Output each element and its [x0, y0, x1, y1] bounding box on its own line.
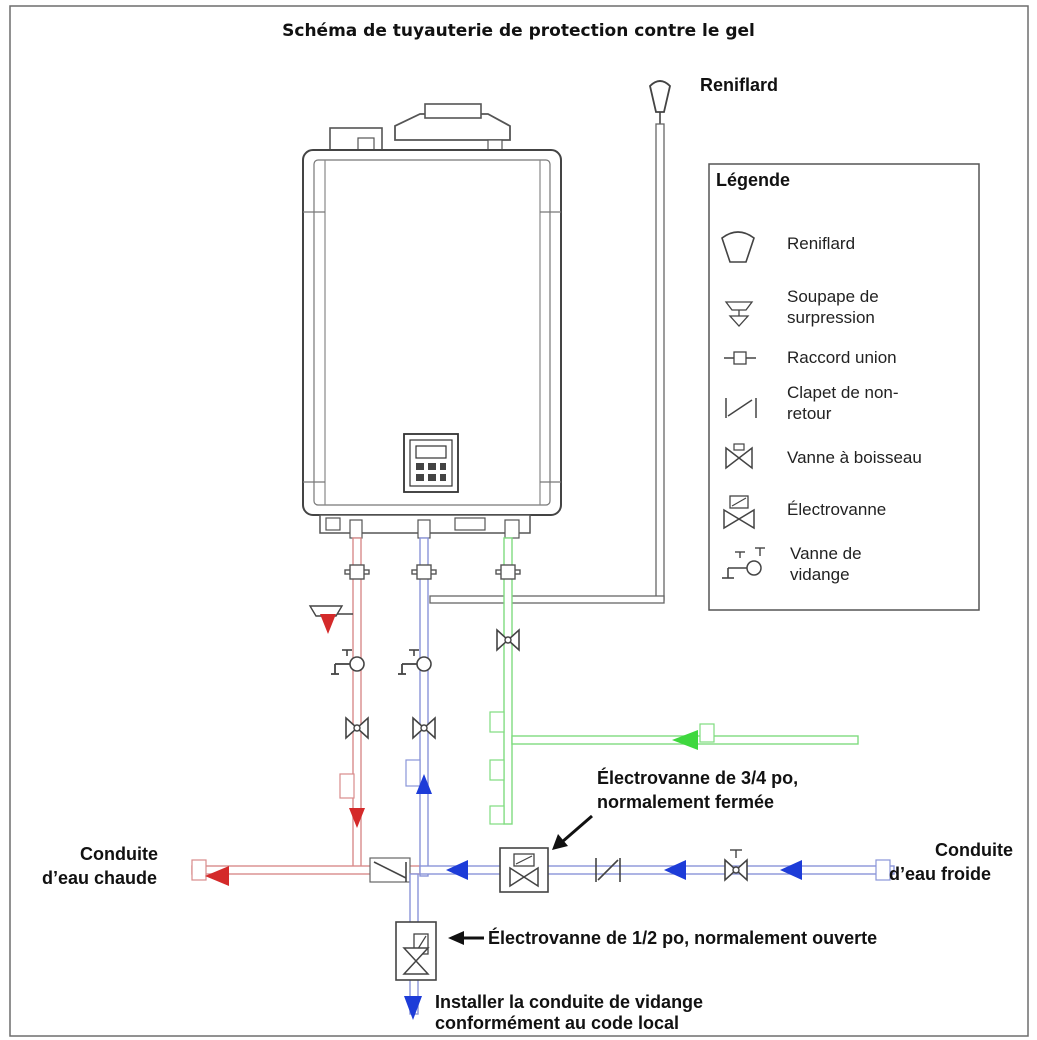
legend-check-valve-icon: [725, 398, 757, 418]
legend-relief-valve-icon: [724, 301, 754, 327]
hot-arrow-down: [349, 808, 365, 828]
legend-label-drain-2: vidange: [790, 565, 850, 584]
solenoid-12-label: Électrovanne de 1/2 po, normalement ouve…: [488, 928, 878, 948]
recirc-pipe: [489, 537, 859, 825]
cold-arrow-up: [416, 774, 432, 794]
solenoid-12-valve: [395, 921, 437, 981]
hot-line-label-1: Conduite: [80, 844, 158, 864]
bypass-check-valve: [369, 857, 411, 883]
legend-label-relief-2: surpression: [787, 308, 875, 327]
legend-union-icon: [724, 351, 756, 365]
legend: [708, 163, 980, 611]
vent-icon: [649, 80, 671, 113]
drain-note-2: conformément au code local: [435, 1013, 680, 1033]
legend-vent-icon: [721, 231, 755, 263]
vent-line: [429, 80, 671, 604]
relief-valve-icon: [308, 605, 353, 634]
legend-label-relief-1: Soupape de: [787, 287, 879, 306]
legend-ball-valve-icon: [725, 443, 753, 470]
legend-drain-valve-icon: [722, 547, 765, 579]
hot-pipe: [191, 537, 425, 886]
cold-line-label-2: d’eau froide: [889, 864, 992, 884]
legend-label-solenoid: Électrovanne: [787, 500, 887, 519]
legend-label-check-2: retour: [787, 404, 832, 423]
control-panel: [403, 433, 459, 493]
legend-label-ball: Vanne à boisseau: [787, 448, 922, 467]
cold-pipe: [369, 537, 895, 893]
drain-note-1: Installer la conduite de vidange: [435, 992, 704, 1012]
check-valve-icon: [595, 858, 621, 882]
cold-line-label-1: Conduite: [935, 840, 1013, 860]
hot-arrow-left: [205, 866, 229, 886]
legend-label-drain-1: Vanne de: [790, 544, 862, 563]
hot-line-label-2: d’eau chaude: [42, 868, 158, 888]
solenoid-34-valve: [499, 847, 549, 893]
solenoid-34-label-1: Électrovanne de 3/4 po,: [597, 768, 799, 788]
legend-label-vent: Reniflard: [787, 234, 856, 253]
legend-label-union: Raccord union: [787, 348, 897, 367]
callout-arrows: [448, 814, 593, 945]
drain-pipe: [395, 873, 437, 1020]
solenoid-34-label-2: normalement fermée: [597, 792, 775, 812]
legend-label-check-1: Clapet de non-: [787, 383, 899, 402]
legend-title: Légende: [716, 170, 791, 190]
recirc-arrow-left: [672, 730, 698, 750]
frame-border: [9, 5, 1029, 1037]
diagram-title: Schéma de tuyauterie de protection contr…: [282, 21, 755, 41]
vent-label: Reniflard: [700, 75, 779, 95]
water-heater: [302, 103, 562, 539]
legend-solenoid-valve-icon: [723, 495, 755, 530]
drain-arrow-down: [404, 996, 422, 1020]
